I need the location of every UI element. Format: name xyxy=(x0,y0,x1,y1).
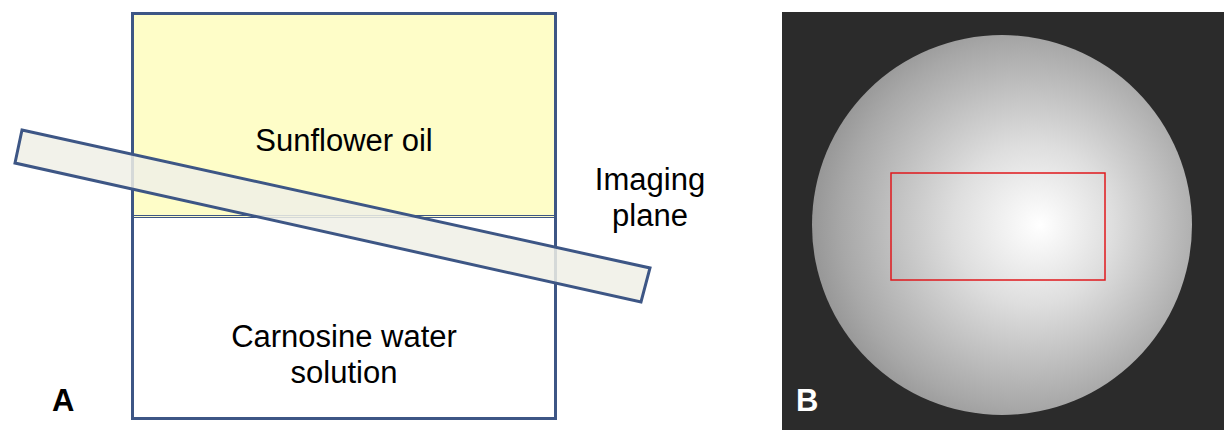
imaging-plane-slab xyxy=(15,130,650,302)
water-layer: Carnosine water solution xyxy=(131,215,557,420)
panel-letter: B xyxy=(796,383,818,419)
plane-label: Imaging plane xyxy=(585,162,715,234)
roi-rectangle xyxy=(891,173,1105,280)
oil-layer: Sunflower oil xyxy=(131,12,557,218)
layer-label: Sunflower oil xyxy=(134,123,554,159)
image-background xyxy=(782,12,1224,430)
panel-letter: A xyxy=(52,383,74,419)
layer-label: Carnosine water solution xyxy=(134,319,554,391)
phantom-cross-section xyxy=(812,35,1192,415)
